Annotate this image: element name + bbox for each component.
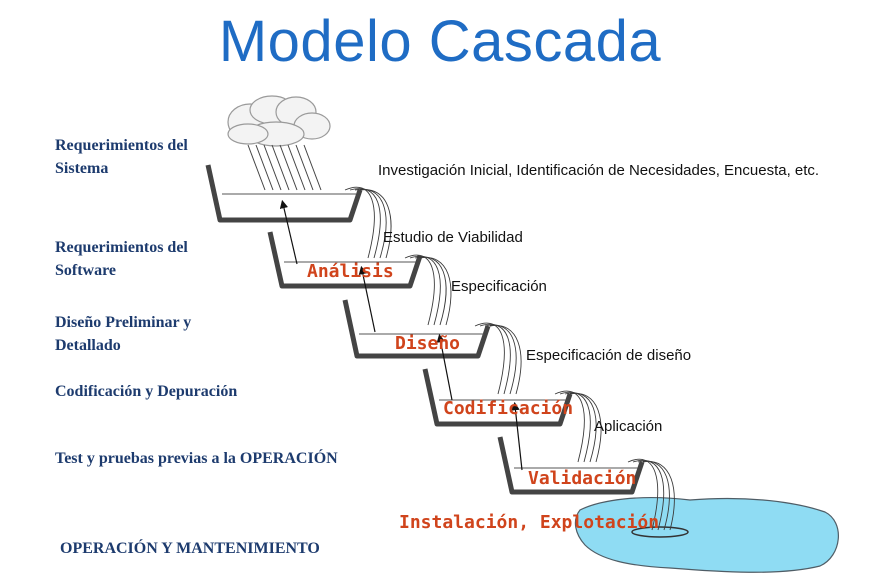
feedback-arrow-3 <box>436 333 453 401</box>
left-label-diseno: Diseño Preliminar y Detallado <box>55 314 192 354</box>
cloud-icon <box>227 95 331 147</box>
step-5-trough <box>497 436 645 495</box>
annotation-especificacion-diseno: Especificación de diseño <box>526 347 692 364</box>
feedback-arrow-2 <box>358 265 376 333</box>
annotation-especificacion: Especificación <box>451 278 547 295</box>
water-pool <box>574 497 839 573</box>
feedback-arrow-4 <box>511 401 523 471</box>
left-label-requerimientos-software: Requerimientos del Software <box>55 239 188 279</box>
stage-diseno: Diseño <box>395 333 461 354</box>
splash-ripple <box>631 526 689 538</box>
step-4-trough <box>422 368 573 427</box>
annotation-aplicacion: Aplicación <box>594 418 663 435</box>
feedback-arrows <box>279 199 523 471</box>
stage-analisis: Análisis <box>307 261 394 282</box>
step-1-trough <box>205 164 363 223</box>
spill-3 <box>474 322 522 395</box>
left-label-operacion: OPERACIÓN Y MANTENIMIENTO <box>60 540 320 557</box>
left-label-codificacion: Codificación y Depuración <box>55 383 238 400</box>
spill-1 <box>344 186 392 259</box>
spill-5 <box>627 458 675 531</box>
annotation-investigacion: Investigación Inicial, Identificación de… <box>378 162 820 179</box>
stage-instalacion: Instalación, Explotación <box>399 512 660 533</box>
spill-2 <box>404 254 452 326</box>
step-2-trough <box>267 231 423 289</box>
stage-validacion: Validación <box>528 468 637 489</box>
stage-codificacion: Codificación <box>443 398 574 419</box>
feedback-arrow-1 <box>279 199 298 265</box>
left-label-test: Test y pruebas previas a la OPERACIÓN <box>55 450 338 467</box>
water-spills <box>344 186 675 531</box>
page-title: Modelo Cascada <box>218 9 662 74</box>
spill-4 <box>554 390 602 463</box>
left-label-requerimientos-sistema: Requerimientos del Sistema <box>55 137 188 177</box>
rain-lines <box>247 144 322 191</box>
step-3-trough <box>342 299 491 359</box>
annotation-estudio-viabilidad: Estudio de Viabilidad <box>383 229 523 246</box>
